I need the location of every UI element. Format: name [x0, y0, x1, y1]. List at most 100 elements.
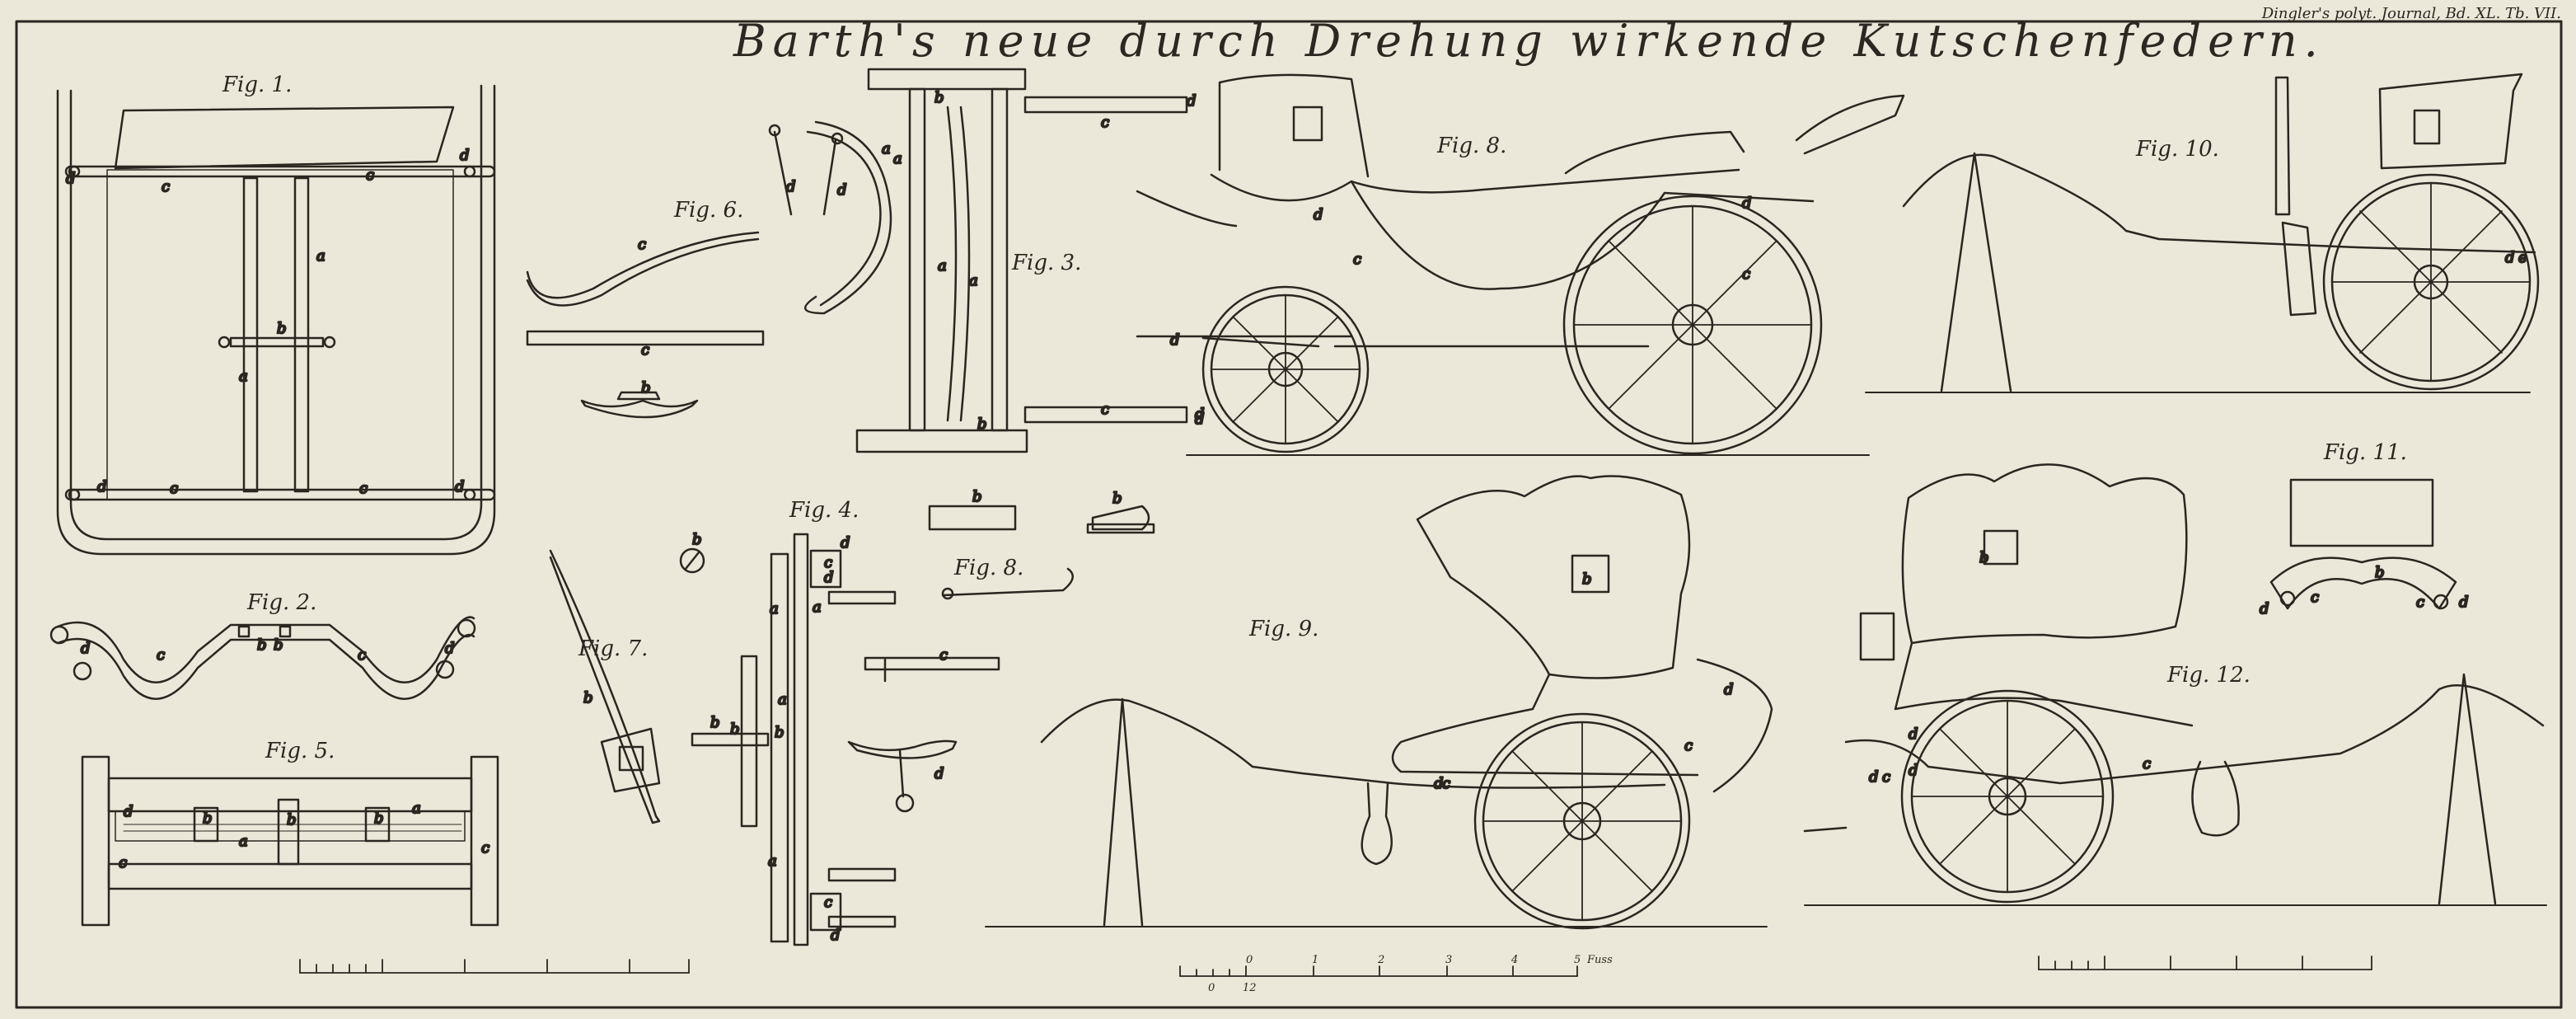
letter-a: a: [316, 247, 326, 265]
letter-c: c: [170, 480, 178, 497]
plate-title: Barth's neue durch Drehung wirkende Kuts…: [733, 15, 2325, 67]
letter-c: c: [1684, 737, 1693, 754]
letter-b: b: [934, 89, 944, 106]
letter-d: d: [2459, 594, 2469, 611]
letter-b: b: [287, 811, 297, 829]
letter-d: d: [1909, 762, 1918, 779]
scale-tick-1: 1: [1312, 954, 1318, 966]
fig-3-label: Fig. 3.: [1012, 251, 1082, 275]
fig-12-letters: b d c d d c: [1868, 548, 2152, 787]
letter-d: d: [824, 569, 834, 586]
fig-2-letters: d c b b c d: [80, 636, 456, 665]
letter-d: d: [81, 640, 91, 657]
letter-d: d: [1869, 768, 1879, 786]
fig-3-drawing: [855, 68, 1188, 453]
scale-unit: Fuss: [1586, 954, 1613, 966]
letter-d: d: [66, 170, 76, 187]
letter-b: b: [203, 810, 213, 827]
letter-d: d: [1909, 726, 1918, 743]
letter-d: d: [2505, 249, 2515, 266]
letter-b: b: [692, 531, 702, 548]
letter-d: d: [1314, 206, 1323, 223]
letter-b: b: [641, 379, 651, 397]
letter-c: c: [1101, 114, 1109, 131]
letter-d: d: [934, 765, 944, 782]
scale-bar-left: [299, 959, 690, 974]
letter-d: d: [445, 640, 455, 657]
scale-bar-center: [1179, 965, 1578, 977]
letter-c: c: [1353, 251, 1361, 268]
fig-5-drawing: [81, 755, 499, 927]
letter-c: c: [824, 554, 832, 571]
letter-d: d: [455, 478, 465, 495]
fig-6-letters: c d d a c b: [637, 139, 892, 398]
letter-c: c: [481, 839, 489, 857]
fig-1-drawing: [56, 84, 496, 556]
fig-8b-label: Fig. 8.: [954, 556, 1024, 580]
letter-d: d: [1195, 406, 1205, 423]
fig-1-letters: d c c d a b a d c c d: [65, 146, 471, 499]
fig-4-label: Fig. 4.: [789, 498, 859, 523]
letter-c: c: [2416, 594, 2424, 611]
fig-9-label: Fig. 9.: [1249, 617, 1319, 641]
letter-d: d: [124, 803, 133, 820]
letter-a: a: [239, 833, 248, 850]
letter-c: c: [358, 646, 366, 664]
letter-d: d: [1187, 92, 1197, 110]
letter-c: c: [638, 236, 646, 253]
letter-d: d: [1434, 775, 1444, 792]
fig-4-7-letters: b d c d a a a b b b a c d b b c d b: [583, 487, 1123, 946]
fig-9-carriage: [985, 475, 1773, 930]
fig-2-label: Fig. 2.: [247, 590, 317, 615]
letter-d: d: [97, 478, 107, 495]
fig-1-label: Fig. 1.: [222, 73, 293, 97]
scale-tick-3: 3: [1445, 954, 1452, 966]
letter-b: b: [1582, 571, 1592, 588]
scale-labels: 0 1 2 3 4 5 Fuss 0 12: [1208, 954, 1613, 994]
letter-c: c: [1101, 401, 1109, 418]
letter-b: b: [775, 724, 785, 741]
letter-d: d: [1170, 331, 1180, 349]
letter-c: c: [1442, 775, 1450, 792]
fig-10-letters: d e: [2504, 248, 2528, 268]
letter-b: b: [1979, 549, 1989, 566]
fig-2-drawing: [49, 616, 476, 700]
journal-reference: Dingler's polyt. Journal, Bd. XL. Tb. VI…: [2261, 5, 2561, 22]
fig-8b-drawing: [847, 505, 1155, 813]
fig-12-label: Fig. 12.: [2167, 663, 2250, 688]
letter-d: d: [1724, 681, 1734, 698]
letter-c: c: [162, 178, 170, 195]
letter-c: c: [939, 646, 948, 664]
letter-d: d: [841, 534, 850, 552]
fig-5-label: Fig. 5.: [265, 739, 335, 763]
scale-tick-5: 5: [1574, 954, 1581, 966]
letter-a: a: [412, 800, 421, 817]
fig-8-letters: d c d d c d: [1169, 194, 1753, 430]
letter-b: b: [583, 689, 593, 707]
letter-a: a: [969, 272, 978, 289]
letter-b: b: [274, 636, 283, 654]
letter-c: c: [157, 646, 165, 664]
letter-b: b: [710, 714, 720, 731]
letter-a: a: [813, 599, 822, 616]
letter-c: c: [2311, 589, 2319, 606]
fig-8-label: Fig. 8.: [1437, 134, 1507, 158]
letter-c: c: [1882, 768, 1890, 786]
scale-tick-0: 0: [1246, 954, 1253, 966]
letter-d: d: [1195, 411, 1205, 428]
fig-8-carriage: [1136, 73, 1905, 456]
letter-a: a: [893, 150, 902, 167]
plate-border: [15, 20, 2563, 1009]
letter-d: d: [837, 181, 847, 199]
fig-11-label: Fig. 11.: [2324, 440, 2407, 465]
fig-7-drawing: [549, 549, 661, 824]
fig-9-letters: b d d c c: [1433, 570, 1735, 794]
letter-a: a: [239, 368, 248, 385]
scale-sub-0: 0: [1208, 982, 1215, 994]
letter-d: d: [1742, 195, 1752, 212]
fig-12-carriage: [1803, 463, 2547, 906]
letter-a: a: [768, 852, 777, 870]
letter-c: c: [2143, 755, 2151, 772]
letter-d: d: [786, 178, 796, 195]
